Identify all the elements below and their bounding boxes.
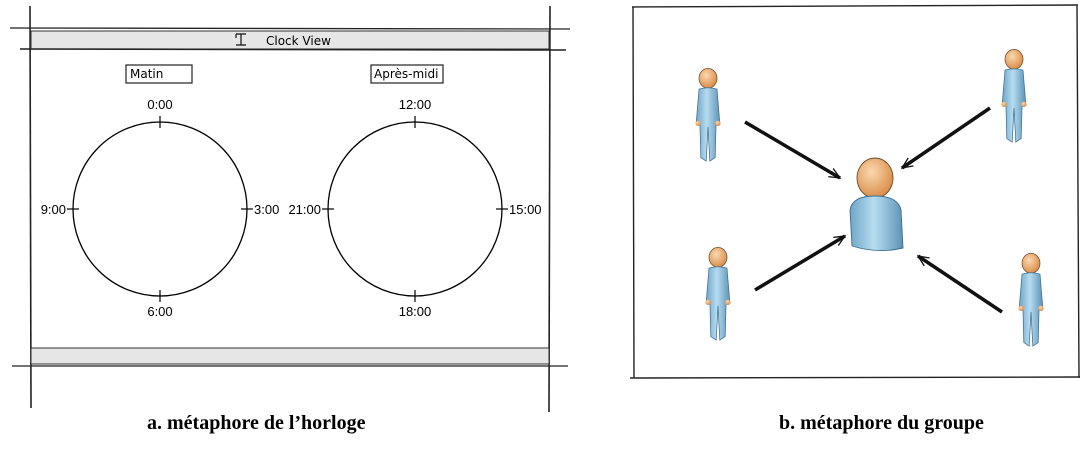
caption-clock-metaphor: a. métaphore de l’horloge: [147, 412, 366, 435]
clock-view-window: Clock View Matin Après-midi 0:00 6:00 9:…: [10, 6, 570, 412]
status-bar: [31, 348, 549, 364]
morning-label-bottom: 6:00: [147, 304, 172, 319]
afternoon-label-right: 15:00: [509, 202, 542, 217]
arrow-top-right: [902, 108, 990, 168]
afternoon-label-bottom: 18:00: [399, 304, 432, 319]
bottom-left-person-icon: [705, 247, 730, 340]
top-left-person-icon: [695, 68, 720, 161]
title-bar-underline: [20, 49, 566, 50]
morning-label-left: 9:00: [41, 202, 66, 217]
afternoon-clock: 12:00 18:00 21:00 15:00: [288, 97, 541, 319]
arrow-bottom-right: [918, 256, 1002, 312]
window-title: Clock View: [266, 34, 331, 48]
bottom-right-person-icon: [1018, 253, 1043, 346]
center-person-icon: [850, 158, 903, 251]
arrow-bottom-left: [755, 236, 845, 290]
morning-clock-face: [73, 122, 247, 296]
morning-label-right: 3:00: [254, 202, 279, 217]
afternoon-clock-face: [328, 122, 502, 296]
afternoon-label-left: 21:00: [288, 202, 321, 217]
morning-clock: 0:00 6:00 9:00 3:00: [41, 97, 280, 319]
morning-label: Matin: [130, 67, 163, 81]
window-top-line: [10, 28, 570, 29]
afternoon-label: Après-midi: [374, 67, 438, 81]
top-right-person-icon: [1001, 49, 1026, 142]
group-panel: [630, 5, 1080, 378]
afternoon-label-top: 12:00: [399, 97, 432, 112]
morning-label-top: 0:00: [147, 97, 172, 112]
arrow-top-left: [745, 122, 840, 178]
caption-group-metaphor: b. métaphore du groupe: [779, 412, 984, 435]
